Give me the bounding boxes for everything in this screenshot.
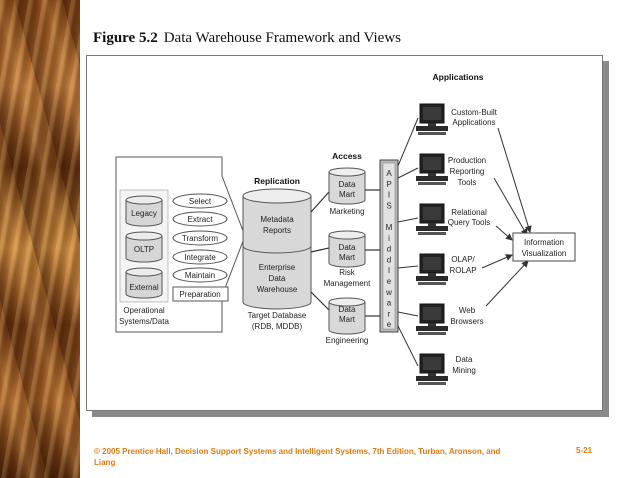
etl-oval-select (172, 193, 228, 209)
middleware-letter: d (387, 255, 391, 264)
etl-label-extract: Extract (188, 215, 214, 224)
mart-engineering-line2: Mart (339, 315, 356, 324)
mart-marketing-dept: Marketing (329, 207, 364, 216)
source-cylinder-external (125, 267, 163, 299)
etl-label-maintain: Maintain (185, 271, 215, 280)
mart-marketing-line2: Mart (339, 190, 356, 199)
mart-risk-dept-line2: Management (324, 279, 371, 288)
app-mining-line2: Mining (452, 366, 476, 375)
computer-icon (416, 303, 448, 335)
replication-heading: Replication (254, 176, 300, 186)
source-label-oltp: OLTP (134, 245, 154, 254)
data-mart-engineering (328, 297, 366, 335)
app-web-line2: Browsers (450, 317, 483, 326)
mart-risk-line2: Mart (339, 253, 356, 262)
warehouse-label-line2: Data (269, 274, 286, 283)
app-production-line1: Production (448, 156, 486, 165)
data-mart-marketing (328, 167, 366, 205)
etl-label-transform: Transform (182, 234, 218, 243)
computer-icon (416, 153, 448, 185)
computer-icon (416, 253, 448, 285)
source-cylinder-legacy (125, 195, 163, 227)
target-label-line2: (RDB, MDDB) (252, 322, 303, 331)
visualization-arrows (481, 127, 532, 307)
connector-warehouse-risk (310, 247, 330, 253)
middleware-letter: I (388, 191, 390, 200)
preparation-label: Preparation (179, 290, 220, 299)
source-caption-line1: Operational (123, 306, 165, 315)
app-production-line2: Reporting (450, 167, 485, 176)
source-caption-line2: Systems/Data (119, 317, 169, 326)
middleware-letter: d (387, 245, 391, 254)
middleware-letter: e (387, 277, 392, 286)
middleware-letter: S (386, 201, 391, 210)
app-custom-line2: Applications (452, 118, 495, 127)
figure-title: Figure 5.2 Data Warehouse Framework and V… (93, 30, 401, 47)
visualization-box (512, 232, 576, 262)
middleware-letter: w (385, 288, 392, 297)
app-web-line1: Web (459, 306, 476, 315)
mart-risk-line1: Data (339, 243, 356, 252)
etl-oval-maintain (172, 267, 228, 283)
warehouse-cylinder (242, 188, 312, 310)
wood-sidebar (0, 0, 80, 478)
computer-icon (416, 103, 448, 135)
visualization-line1: Information (524, 238, 564, 247)
application-computers (416, 103, 448, 385)
access-heading: Access (332, 151, 362, 161)
target-label-line1: Target Database (248, 311, 307, 320)
middleware-letter: i (388, 234, 390, 243)
footer-citation: © 2005 Prentice Hall, Decision Support S… (94, 447, 501, 467)
middleware-letter: a (387, 299, 392, 308)
middleware-letter: M (386, 223, 393, 232)
middleware-bar-inner (382, 162, 396, 330)
app-olap-line1: OLAP/ (451, 255, 475, 264)
app-custom-line1: Custom-Built (451, 108, 498, 117)
middleware-letter: r (388, 309, 391, 318)
applications-heading: Applications (432, 72, 483, 82)
figure-number: Figure 5.2 (93, 30, 158, 46)
middleware-letter: l (388, 266, 390, 275)
figure-caption: Data Warehouse Framework and Views (163, 30, 401, 46)
mart-risk-dept-line1: Risk (339, 268, 356, 277)
metadata-label-line1: Metadata (260, 215, 294, 224)
mart-marketing-line1: Data (339, 180, 356, 189)
etl-oval-integrate (172, 249, 228, 265)
mart-engineering-dept: Engineering (326, 336, 369, 345)
computer-icon (416, 203, 448, 235)
computer-icon (416, 353, 448, 385)
visualization-line2: Visualization (522, 249, 567, 258)
app-production-line3: Tools (458, 178, 477, 187)
connector-warehouse-engineering (310, 291, 330, 311)
middleware-letter: e (387, 320, 392, 329)
app-relational-line2: Query Tools (448, 218, 491, 227)
etl-label-integrate: Integrate (184, 253, 216, 262)
data-mart-risk (328, 230, 366, 268)
app-relational-line1: Relational (451, 208, 487, 217)
source-label-legacy: Legacy (131, 209, 157, 218)
preparation-box (172, 286, 229, 302)
warehouse-label-line3: Warehouse (257, 285, 298, 294)
source-cylinder-oltp (125, 231, 163, 263)
etl-label-select: Select (189, 197, 212, 206)
mart-engineering-line1: Data (339, 305, 356, 314)
etl-oval-extract (172, 211, 228, 227)
app-olap-line2: ROLAP (449, 266, 476, 275)
middleware-fan-lines (397, 117, 419, 367)
warehouse-label-line1: Enterprise (259, 263, 296, 272)
middleware-letter: A (386, 169, 392, 178)
connector-warehouse-marketing (310, 191, 330, 213)
metadata-label-line2: Reports (263, 226, 291, 235)
app-mining-line1: Data (456, 355, 473, 364)
middleware-letter: P (386, 180, 391, 189)
page-number: 5-21 (576, 446, 593, 455)
etl-oval-transform (172, 230, 228, 246)
source-label-external: External (129, 283, 159, 292)
